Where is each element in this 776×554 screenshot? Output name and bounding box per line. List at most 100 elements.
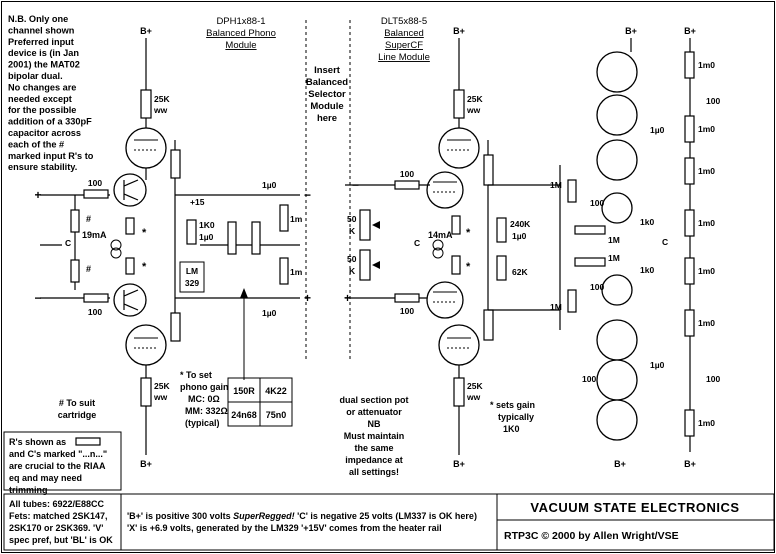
tubes-line2: Fets: matched 2SK147, — [9, 511, 108, 521]
riaa-cell-c2: 75n0 — [266, 410, 287, 420]
brand-name: VACUUM STATE ELECTRONICS — [530, 500, 739, 515]
line-module-title: DLT5x88-5 Balanced SuperCF Line Module — [378, 16, 430, 63]
label-ww-line-bottom: ww — [466, 392, 481, 402]
nb-line: device is (in Jan — [8, 48, 79, 58]
fet-out-upper — [601, 192, 633, 224]
resistor-25k-line-top — [453, 89, 465, 119]
phono-output-minus: − — [304, 188, 311, 202]
resistor-25k-bottom — [140, 377, 152, 407]
insert-line3: Selector — [308, 89, 346, 100]
label-1M-c: 1M — [608, 235, 620, 245]
label-1m0-g: 1m0 — [698, 418, 715, 428]
nb-line: ensure stability. — [8, 162, 77, 172]
rc-hatch-resistor — [75, 437, 101, 446]
nb-line: 2001) the MAT02 — [8, 60, 80, 70]
line-title-line3: SuperCF — [385, 40, 423, 51]
bplus-label-phono-bottom: B+ — [140, 459, 152, 469]
phono-title-line3: Module — [225, 40, 256, 51]
label-1u0-out-top: 1µ0 — [262, 180, 277, 190]
label-1m0-d: 1m0 — [698, 218, 715, 228]
pot-50k-bottom — [359, 249, 371, 281]
gain-line1: * sets gain — [490, 400, 535, 410]
label-25k-bottom: 25K — [154, 381, 170, 391]
label-62k: 62K — [512, 267, 528, 277]
lm329-box — [179, 261, 205, 293]
label-1m0-e: 1m0 — [698, 266, 715, 276]
tube-line-lower2 — [426, 281, 464, 319]
footer-line2: 'X' is +6.9 volts, generated by the LM32… — [127, 523, 442, 533]
gain-note: * sets gain typically 1K0 — [490, 400, 535, 434]
label-1m0-c: 1m0 — [698, 166, 715, 176]
label-1M-d: 1M — [608, 253, 620, 263]
suit-line1: # To suit — [59, 398, 95, 408]
bplus-label-line-bottom: B+ — [453, 459, 465, 469]
phono-gain-line4: MM: 332Ω — [185, 406, 228, 416]
insert-line1: Insert — [314, 65, 341, 76]
nb-line: capacitor across — [8, 128, 81, 138]
label-1m0-b: 1m0 — [698, 124, 715, 134]
rc-line2: and C's marked "...n..." — [9, 449, 107, 459]
nb-line: channel shown — [8, 25, 75, 35]
nb-line: each of the # — [8, 139, 64, 149]
riaa-cell-r1: 150R — [233, 386, 255, 396]
suit-cartridge-note: # To suit cartridge — [58, 398, 97, 420]
pot-line4: Must maintain — [344, 431, 405, 441]
label-hash-2: # — [86, 264, 91, 274]
line-title-line1: DLT5x88-5 — [381, 16, 427, 27]
label-k-top: K — [349, 226, 356, 236]
pot-line5: the same — [354, 443, 393, 453]
star-2: * — [142, 261, 147, 273]
pot-line1: dual section pot — [339, 395, 408, 405]
insert-line4: Module — [310, 101, 343, 112]
riaa-cell-c1: 24n68 — [231, 410, 257, 420]
label-240k: 240K — [510, 219, 531, 229]
phono-gain-line1: * To set — [180, 370, 212, 380]
label-1u0-line: 1µ0 — [512, 231, 527, 241]
tubes-line4: spec pref, but 'BL' is OK — [9, 535, 113, 545]
gain-line3: 1K0 — [503, 424, 520, 434]
star-1: * — [142, 227, 147, 239]
nb-line: addition of a 330pF — [8, 117, 92, 127]
rc-note-box — [3, 431, 122, 491]
label-25k-line-bottom: 25K — [467, 381, 483, 391]
tube-phono-lower — [125, 324, 167, 366]
label-19ma: 19mA — [82, 230, 107, 240]
insert-module-note: Insert Balanced Selector Module here — [306, 65, 348, 124]
label-1u0-phono: 1µ0 — [199, 232, 214, 242]
label-100-in-bottom: 100 — [88, 307, 102, 317]
tubes-note: All tubes: 6922/E88CC Fets: matched 2SK1… — [9, 499, 113, 545]
bplus-label-out-4: B+ — [684, 459, 696, 469]
label-100-in-top: 100 — [88, 178, 102, 188]
phono-stage: B+ 25K ww 100 + # # C 19mA * * — [34, 26, 311, 469]
phono-output-plus: + — [304, 291, 311, 305]
label-k-bottom: K — [349, 266, 356, 276]
tube-line-lower — [438, 324, 480, 366]
phono-gain-line2: phono gain — [180, 382, 229, 392]
resistor-100-in-bottom — [83, 293, 109, 303]
tube-out-5 — [596, 359, 638, 401]
line-title-line2: Balanced — [384, 28, 424, 39]
tube-line-upper2 — [426, 171, 464, 209]
pot-line6: impedance at — [345, 455, 403, 465]
pot-line2: or attenuator — [346, 407, 402, 417]
tube-line-upper — [438, 127, 480, 169]
label-100-out-d: 100 — [590, 282, 604, 292]
footer-note: 'B+' is positive 300 volts SuperRegged! … — [127, 511, 477, 533]
phono-input-minus: − — [34, 291, 41, 305]
pot-line3: NB — [368, 419, 381, 429]
phono-input-plus: + — [34, 188, 41, 202]
phono-gain-line5: (typical) — [185, 418, 220, 428]
tube-out-4 — [596, 319, 638, 361]
line-input-plus: + — [344, 291, 351, 305]
nb-line: marked input R's to — [8, 151, 94, 161]
nb-line: for the possible — [8, 105, 76, 115]
label-1M-b: 1M — [550, 302, 562, 312]
label-100-line-in-bottom: 100 — [400, 306, 414, 316]
label-hash-1: # — [86, 214, 91, 224]
resistor-hash-2 — [70, 259, 80, 283]
label-1m-top: 1m — [290, 214, 303, 224]
tubes-line3: 2SK170 or 2SK369. 'V' — [9, 523, 103, 533]
pot-line7: all settings! — [349, 467, 399, 477]
rc-line3: are crucial to the RIAA — [9, 461, 106, 471]
insert-line2: Balanced — [306, 77, 348, 88]
